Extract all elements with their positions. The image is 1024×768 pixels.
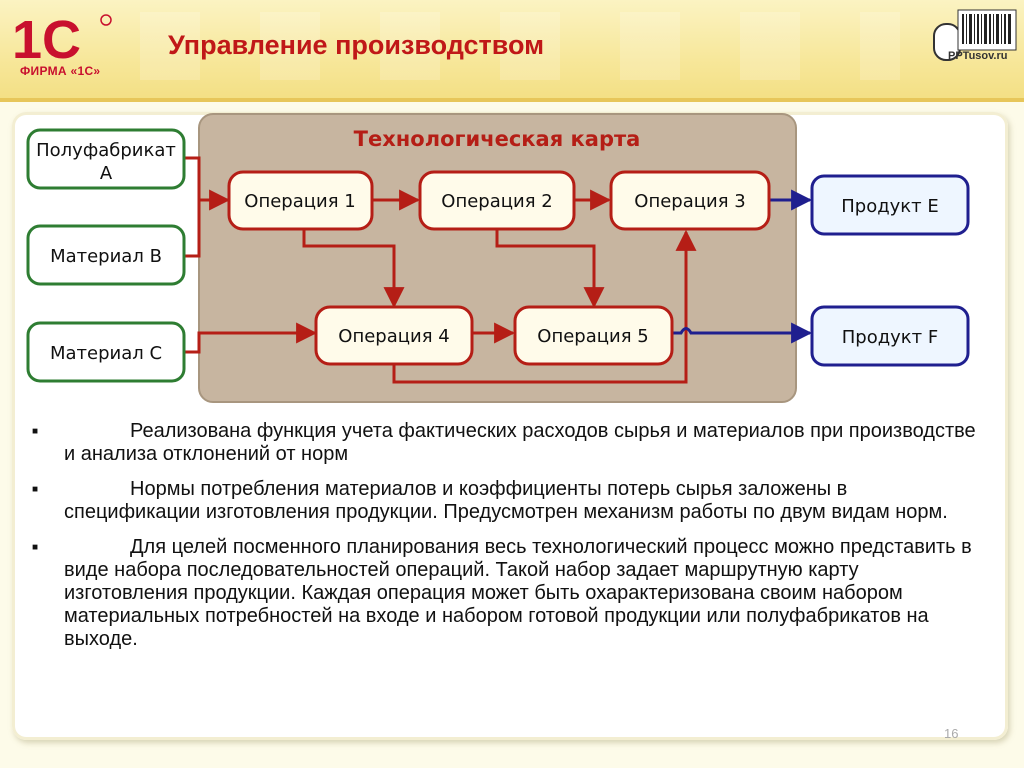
page-number: 16 xyxy=(944,726,959,741)
connector-op5-to-product-f xyxy=(672,322,813,344)
connector-op1-to-op4 xyxy=(302,229,405,309)
input-material-b: Материал В xyxy=(26,224,186,286)
bullet-list: ■ Реализована функция учета фактических р… xyxy=(30,420,980,663)
process-panel xyxy=(198,113,797,403)
input-material-b-label: Материал В xyxy=(50,246,162,267)
corner-logo-text: PPTusov.ru xyxy=(948,50,1008,62)
operation-5-label: Операция 5 xyxy=(537,326,648,347)
slide-header: 1С ФИРМА «1С» Управление производством P… xyxy=(0,0,1024,102)
operation-3-label: Операция 3 xyxy=(634,191,745,212)
connector-op2-to-op5 xyxy=(495,229,605,309)
connector-op4-to-op3 xyxy=(392,229,697,384)
operation-3: Операция 3 xyxy=(609,170,771,231)
output-product-e: Продукт Е xyxy=(810,174,970,236)
bullet-marker-icon: ■ xyxy=(32,484,39,495)
bullet-marker-icon: ■ xyxy=(32,542,39,553)
connector-material-c-to-op4 xyxy=(185,322,318,354)
operation-4: Операция 4 xyxy=(314,305,474,366)
logo-1c: 1С xyxy=(12,10,112,68)
bullet-text: Нормы потребления материалов и коэффицие… xyxy=(64,478,948,523)
operation-2-label: Операция 2 xyxy=(441,191,552,212)
corner-logo xyxy=(933,9,1017,61)
bullet-item: ■ Для целей посменного планирования весь … xyxy=(30,536,980,651)
bullet-item: ■ Реализована функция учета фактических р… xyxy=(30,420,980,466)
bullet-text: Реализована функция учета фактических ра… xyxy=(64,420,976,465)
registered-icon xyxy=(100,14,112,26)
logo-caption: ФИРМА «1С» xyxy=(20,64,101,78)
bullet-item: ■ Нормы потребления материалов и коэффици… xyxy=(30,478,980,524)
bullet-marker-icon: ■ xyxy=(32,426,39,437)
output-product-f-label: Продукт F xyxy=(842,327,939,348)
operation-4-label: Операция 4 xyxy=(338,326,449,347)
operation-2: Операция 2 xyxy=(418,170,576,231)
diagram-title: Технологическая карта xyxy=(354,127,641,151)
operation-1-label: Операция 1 xyxy=(244,191,355,212)
connector-material-b-to-op1 xyxy=(184,200,201,258)
header-decoration xyxy=(140,12,900,80)
input-material-c: Материал С xyxy=(26,321,186,383)
header-divider xyxy=(0,98,1024,102)
output-product-f: Продукт F xyxy=(810,305,970,367)
operation-1: Операция 1 xyxy=(227,170,374,231)
input-semi-a-line1: Полуфабрикат xyxy=(36,140,176,161)
logo-mark: 1С xyxy=(12,10,81,68)
process-diagram: Технологическая карта Полуфабрикат А Мат… xyxy=(26,113,970,403)
connector-semi-a-to-op1 xyxy=(184,156,231,211)
bullet-text: Для целей посменного планирования весь т… xyxy=(64,536,972,650)
output-product-e-label: Продукт Е xyxy=(841,196,939,217)
input-semi-a-line2: А xyxy=(100,163,113,184)
page-title: Управление производством xyxy=(168,30,545,60)
input-material-c-label: Материал С xyxy=(50,343,162,364)
input-semi-a: Полуфабрикат А xyxy=(26,128,186,190)
operation-5: Операция 5 xyxy=(513,305,674,366)
